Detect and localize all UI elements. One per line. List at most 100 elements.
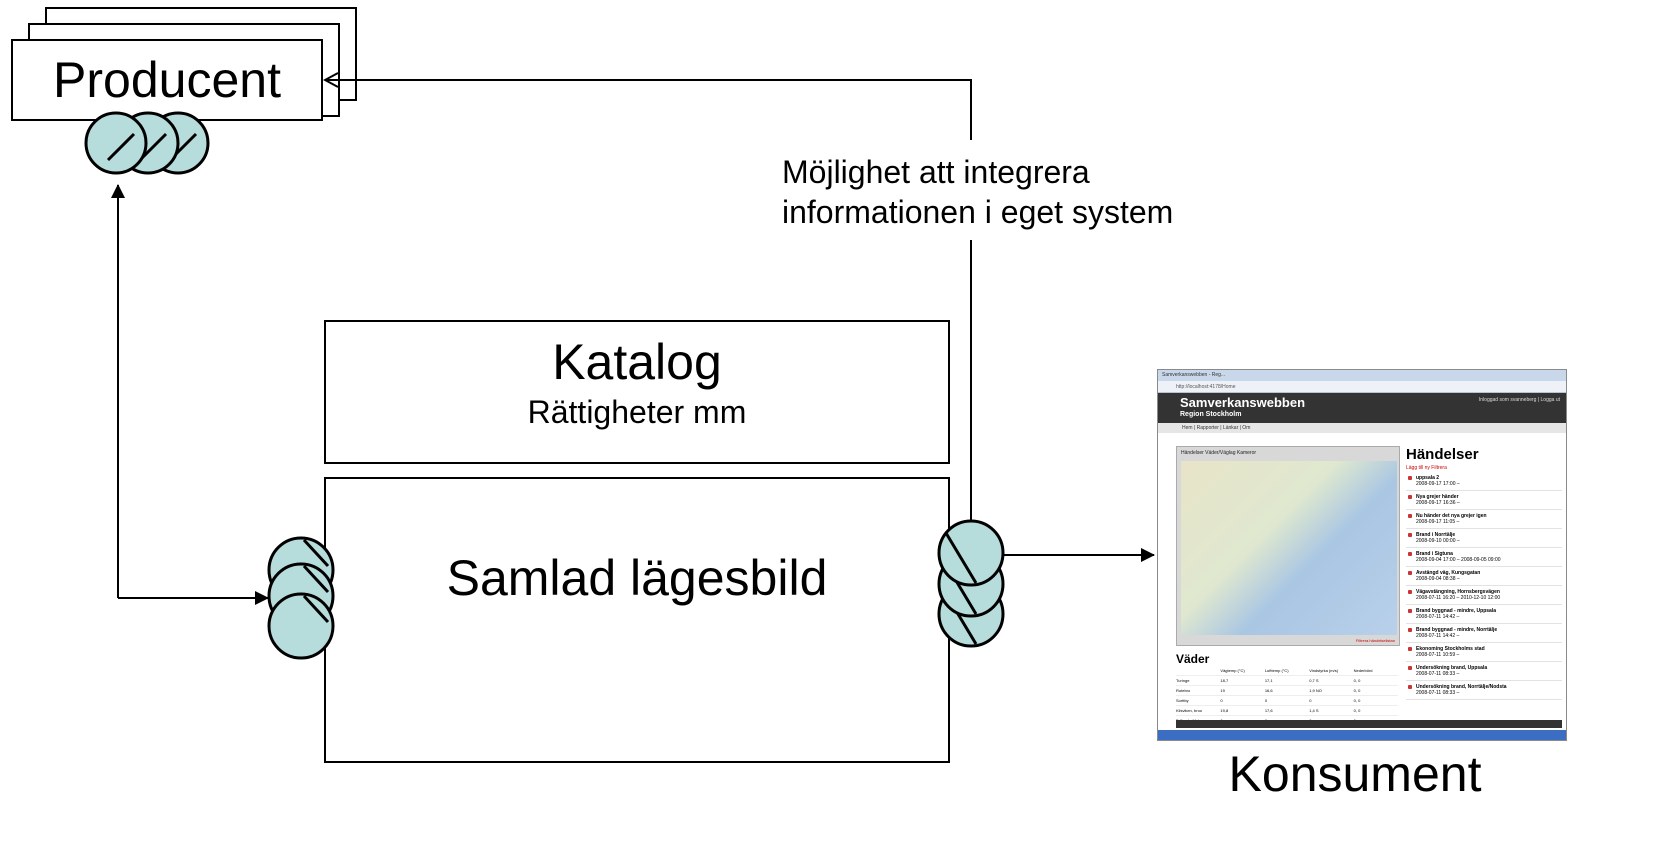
event-time: 2008-09-04 17:00 – 2008-09-05 09:00 — [1416, 557, 1501, 563]
event-title: Brand i Sigtuna — [1416, 551, 1453, 557]
annotation-line-1: Möjlighet att integrera — [782, 154, 1090, 190]
weather-header-row: Vägtemp (°C) Lufttemp (°C) Vindstyrka (m/s… — [1176, 666, 1398, 676]
event-time: 2008-07-11 10:59 – — [1416, 652, 1460, 658]
output-connector-icon — [937, 519, 1005, 648]
weather-cell: 0, 0 — [1353, 708, 1361, 713]
weather-cell — [1176, 666, 1220, 675]
site-title: Samverkanswebben — [1180, 395, 1306, 410]
weather-cell: 19,8 — [1220, 708, 1229, 713]
weather-row: Sorttby 0 0 0 0, 0 — [1176, 696, 1398, 706]
producer-label: Producent — [53, 52, 281, 108]
event-time: 2008-09-17 16:36 – — [1416, 500, 1460, 506]
event-title: Vägavstängning, Hornsbergsvägen — [1416, 589, 1500, 595]
weather-cell: Vindstyrka (m/s) — [1309, 668, 1339, 673]
weather-cell: Sorttby — [1176, 698, 1189, 703]
weather-cell: Kilsviken, broo — [1176, 708, 1203, 713]
weather-cell: 16,6 — [1264, 688, 1273, 693]
input-connector-icon — [267, 536, 335, 660]
weather-cell: 1,4 S — [1309, 708, 1319, 713]
events-links: Lägg till ny Filtrera — [1406, 465, 1447, 471]
consumer-screenshot: Samverkanswebben - Reg... http://localho… — [1157, 369, 1567, 741]
weather-cell: Nederbörd — [1353, 668, 1373, 673]
map-view — [1181, 461, 1397, 635]
producer-connector-icon — [84, 111, 210, 175]
site-header: Samverkanswebben Region Stockholm Inlogg… — [1158, 393, 1566, 423]
event-time: 2008-09-04 08:38 – — [1416, 576, 1460, 582]
event-time: 2008-09-17 11:05 – — [1416, 519, 1460, 525]
weather-cell: Rotebro — [1176, 688, 1191, 693]
address-bar: http://localhost:4178/Home — [1158, 381, 1566, 393]
site-nav: Hem | Rapporter | Länkar | Om — [1158, 423, 1566, 433]
weather-panel: Väder Vägtemp (°C)Lufttemp (°C)Vindstyrk… — [1176, 652, 1398, 726]
event-time: 2008-07-11 08:33 – — [1416, 690, 1460, 696]
login-status: Inloggad som svanneberg | Logga ut — [1478, 397, 1560, 403]
weather-cell: 18,7 — [1220, 678, 1229, 683]
event-title: Nya grejer händer — [1416, 494, 1459, 500]
weather-cell: 0, 0 — [1353, 698, 1361, 703]
event-title: Brand byggnad - mindre, Norrtälje — [1416, 627, 1498, 633]
event-title: Brand byggnad - mindre, Uppsala — [1416, 608, 1497, 614]
weather-cell: Lufttemp (°C) — [1264, 668, 1289, 673]
event-time: 2008-07-11 16:20 – 2010-12-10 12:00 — [1416, 595, 1501, 601]
event-title: Nu händer det nya grejer igen — [1416, 513, 1487, 519]
catalog-title: Katalog — [552, 334, 722, 390]
site-subtitle: Region Stockholm — [1180, 411, 1242, 418]
weather-cell: 0 — [1264, 698, 1268, 703]
catalog-box — [324, 320, 950, 464]
central-box — [324, 477, 950, 763]
event-title: Undersökning brand, Norrtälje/Nodsta — [1416, 684, 1507, 690]
weather-cell: 19 — [1220, 688, 1225, 693]
weather-cell: 0 — [1220, 698, 1223, 703]
event-title: Undersökning brand, Uppsala — [1416, 665, 1488, 671]
consumer-label: Konsument — [1228, 746, 1482, 802]
integration-annotation: Möjlighet att integrera informationen i … — [782, 152, 1173, 232]
annotation-line-2: informationen i eget system — [782, 194, 1174, 230]
event-time: 2008-09-17 17:00 – — [1416, 481, 1460, 487]
weather-cell: 1,9 NO — [1309, 688, 1322, 693]
event-title: uppsala 2 — [1416, 475, 1440, 481]
event-title: Ekonoming Stockholms stad — [1416, 646, 1485, 652]
taskbar — [1158, 730, 1566, 740]
weather-row: Rotebro 19 16,6 1,9 NO 0, 0 — [1176, 686, 1398, 696]
event-time: 2008-07-11 14:42 – — [1416, 633, 1460, 639]
central-label: Samlad lägesbild — [446, 550, 828, 606]
weather-cell: 0 — [1309, 698, 1312, 703]
weather-cell: 0, 0 — [1353, 688, 1361, 693]
weather-cell: Vägtemp (°C) — [1220, 668, 1245, 673]
weather-cell: 17,6 — [1264, 708, 1273, 713]
weather-row: Kilsviken, broo 19,8 17,6 1,4 S 0, 0 — [1176, 706, 1398, 716]
weather-cell: 0, 0 — [1353, 678, 1361, 683]
site-footer — [1176, 720, 1562, 728]
weather-cell: 17,1 — [1264, 678, 1273, 683]
integration-feedback-arrow-top — [325, 80, 972, 140]
producer-box-front — [11, 39, 323, 121]
catalog-subtitle: Rättigheter mm — [527, 394, 747, 430]
event-time: 2008-09-10 00:00 – — [1416, 538, 1460, 544]
event-title: Brand i Norrtälje — [1416, 532, 1456, 538]
producer-box-stack — [11, 7, 357, 121]
events-panel: Händelser Lägg till ny Filtrera uppsala … — [1406, 446, 1562, 700]
events-title: Händelser — [1406, 446, 1479, 463]
event-time: 2008-07-11 14:42 – — [1416, 614, 1460, 620]
map-panel: Händelser Väder/Väglag Kameror Filtrera … — [1176, 446, 1400, 646]
browser-tab: Samverkanswebben - Reg... — [1158, 370, 1566, 381]
event-title: Avstängd väg, Kungsgatan — [1416, 570, 1481, 576]
event-time: 2008-07-11 08:33 – — [1416, 671, 1460, 677]
map-tabs: Händelser Väder/Väglag Kameror — [1181, 450, 1257, 456]
weather-table: Vägtemp (°C) Lufttemp (°C) Vindstyrka (m/s… — [1176, 666, 1398, 726]
